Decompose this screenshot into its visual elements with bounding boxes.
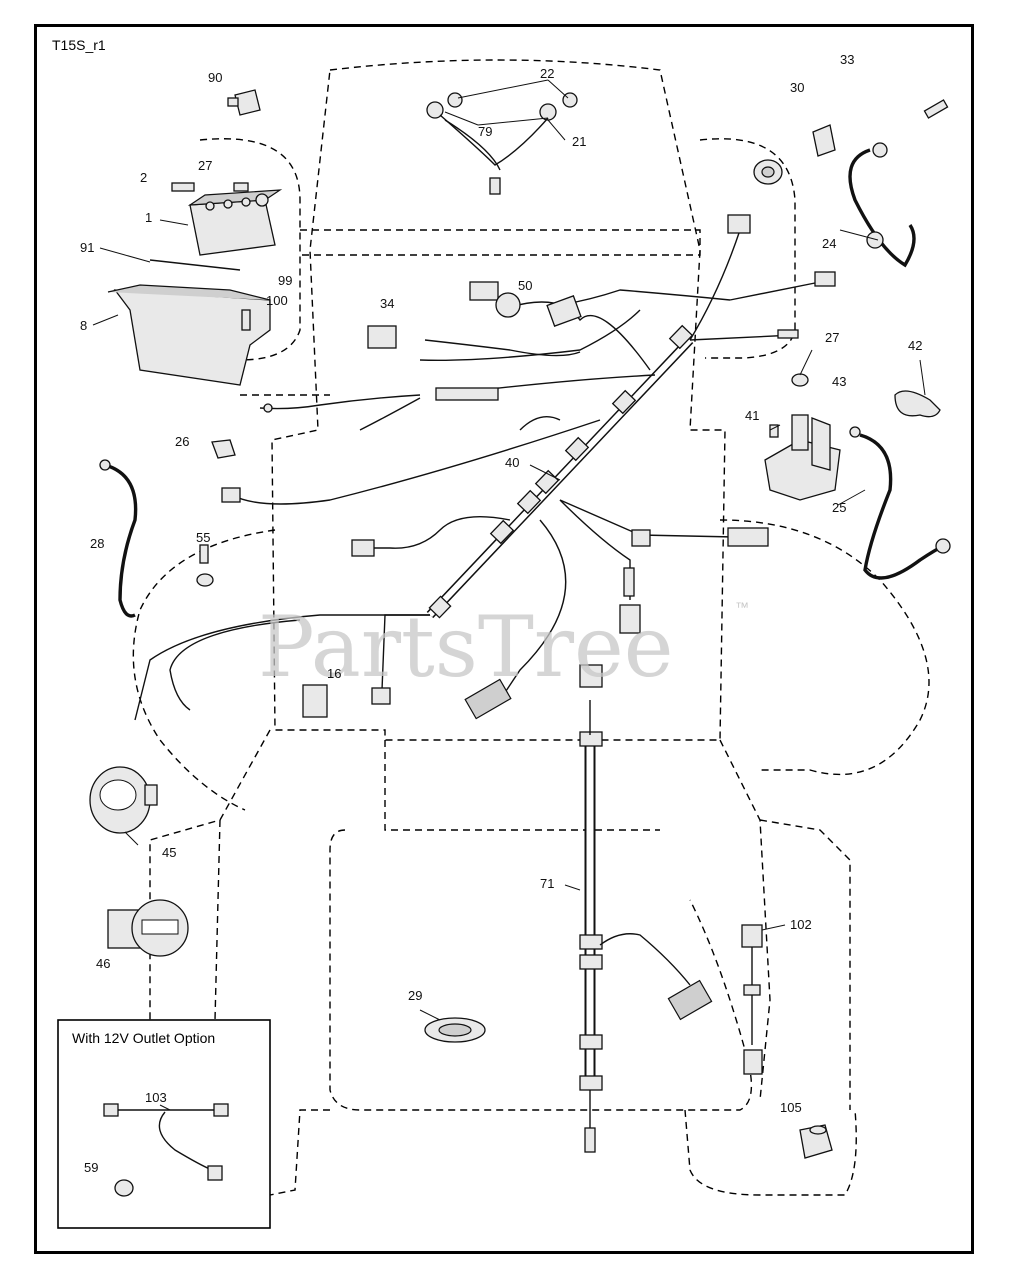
callout-91: 91 [80, 240, 94, 255]
callout-22: 22 [540, 66, 554, 81]
cable-24 [848, 99, 949, 268]
callout-102: 102 [790, 917, 812, 932]
part-42-boot [894, 390, 941, 418]
part-43-solenoid [764, 373, 841, 501]
callout-16: 16 [327, 666, 341, 681]
part-29-grommet [424, 1017, 486, 1043]
part-102-switch [741, 924, 763, 1075]
callout-105: 105 [780, 1100, 802, 1115]
callout-24: 24 [822, 236, 836, 251]
callout-43: 43 [832, 374, 846, 389]
callout-59: 59 [84, 1160, 98, 1175]
part-33-relay [812, 124, 836, 157]
callout-26: 26 [175, 434, 189, 449]
callout-46: 46 [96, 956, 110, 971]
part-16-connector [302, 684, 328, 718]
callout-50: 50 [518, 278, 532, 293]
inset-title: With 12V Outlet Option [72, 1030, 215, 1046]
callout-103: 103 [145, 1090, 167, 1105]
trademark-symbol: ™ [735, 599, 749, 615]
cable-25 [849, 426, 951, 580]
callout-28: 28 [90, 536, 104, 551]
callout-42: 42 [908, 338, 922, 353]
callout-79: 79 [478, 124, 492, 139]
callout-55: 55 [196, 530, 210, 545]
callout-21: 21 [572, 134, 586, 149]
callout-45: 45 [162, 845, 176, 860]
callout-27-battery: 27 [198, 158, 212, 173]
part-26-fuse [211, 439, 236, 459]
part-46-hourmeter [107, 899, 189, 957]
callout-1: 1 [145, 210, 152, 225]
callout-90: 90 [208, 70, 222, 85]
mid-harness [259, 387, 499, 431]
battery-assembly [107, 182, 283, 386]
tractor-outline [132, 59, 930, 1196]
cable-28 [99, 459, 138, 618]
headlight-harness [426, 92, 578, 195]
diagram-id: T15S_r1 [52, 37, 106, 53]
callout-99: 99 [278, 273, 292, 288]
part-105-outlet [799, 1124, 833, 1159]
part-90-switch [227, 89, 261, 116]
part-55-bolt [196, 544, 214, 587]
callout-29: 29 [408, 988, 422, 1003]
callout-27-solenoid: 27 [825, 330, 839, 345]
callout-100: 100 [266, 293, 288, 308]
part-34-switch [367, 309, 641, 361]
callout-41: 41 [745, 408, 759, 423]
part-50-switch [469, 281, 521, 318]
callout-33: 33 [840, 52, 854, 67]
callout-30: 30 [790, 80, 804, 95]
part-45-gauge [89, 766, 158, 834]
callout-71: 71 [540, 876, 554, 891]
callout-8: 8 [80, 318, 87, 333]
12v-outlet-inset [57, 1019, 271, 1229]
watermark-text: PartsTree [258, 598, 673, 696]
part-30-ignition [753, 159, 783, 185]
callout-25: 25 [832, 500, 846, 515]
harness-71 [579, 664, 713, 1153]
callout-labels: 90 22 79 21 30 33 2 27 1 91 99 100 8 24 … [80, 52, 922, 1175]
callout-34: 34 [380, 296, 394, 311]
callout-40: 40 [505, 455, 519, 470]
leader-lines [92, 79, 926, 1111]
callout-2: 2 [140, 170, 147, 185]
